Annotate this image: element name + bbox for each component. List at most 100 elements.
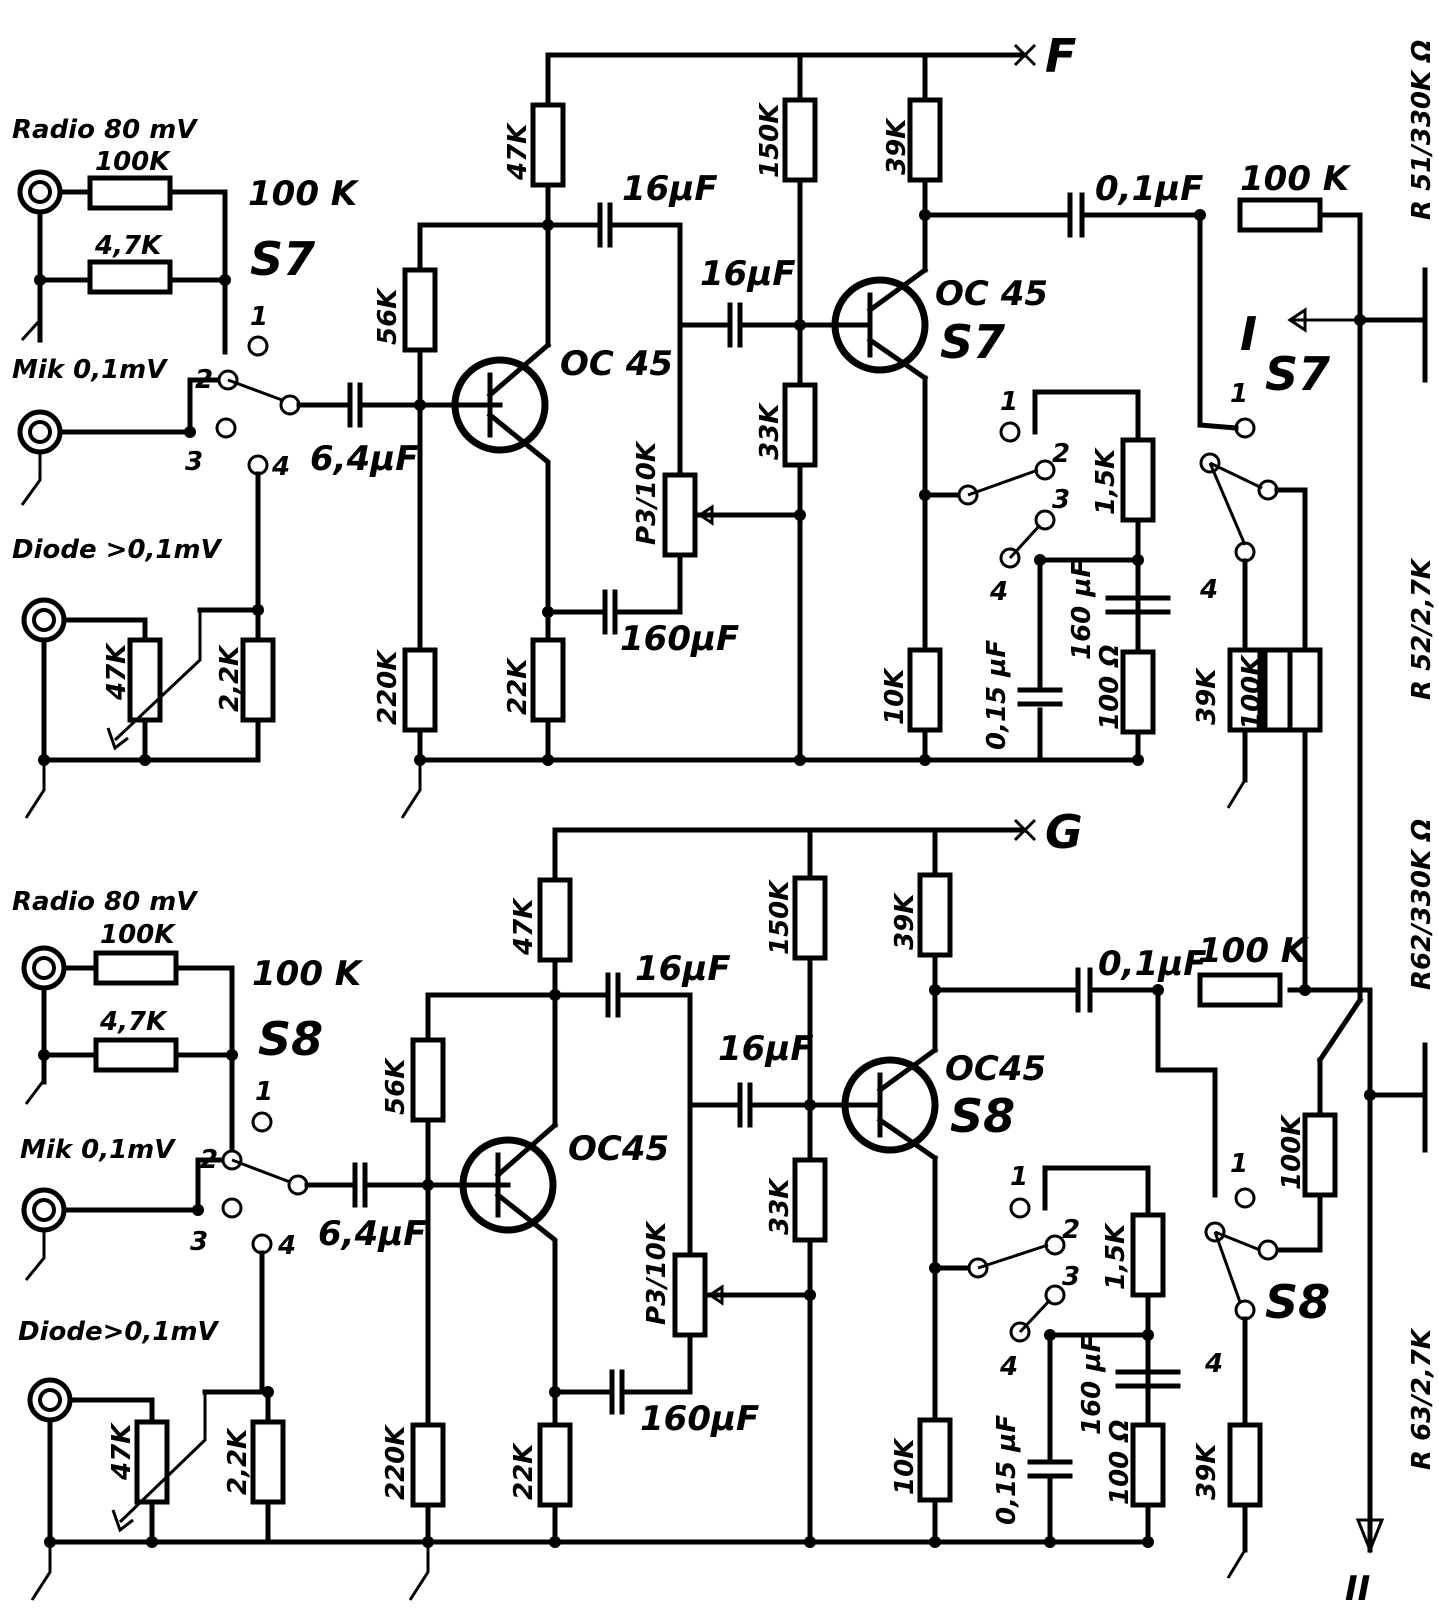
svg-text:4: 4 [1204,1349,1223,1379]
svg-text:2: 2 [1062,1215,1080,1245]
svg-text:P3/10K: P3/10K [642,1220,672,1325]
svg-text:0,1µF: 0,1µF [1098,944,1206,984]
rail-f-label: F [1045,29,1076,83]
switch-wiper [227,378,283,402]
svg-text:3: 3 [1062,1262,1080,1292]
resistor-100-ohm [1120,649,1156,735]
stage-bottom: G Radio 80 mV 100K 4,7K 100 K S8 Mik 0,1… [12,805,1428,1609]
svg-text:39K: 39K [1192,1442,1222,1500]
mik-jack-icon[interactable] [20,412,60,452]
svg-text:100K: 100K [100,920,176,950]
resistor-out-100k [1237,197,1323,233]
input-mik-label: Mik 0,1mV [12,355,168,385]
transistor-oc45-3 [459,1136,557,1234]
r52-label: R 52/2,7K [1407,557,1437,700]
c-emitter-label: 160µF [620,619,739,659]
switch-common[interactable] [279,394,301,416]
input-radio-label: Radio 80 mV [12,115,198,145]
resistor-22k [530,637,566,723]
svg-text:160 µF: 160 µF [1067,560,1097,660]
t2-label: OC 45 [935,274,1048,314]
svg-text:47K: 47K [102,642,132,701]
c-coupling-b-label: 16µF [700,254,796,294]
resistor-radio-47k [87,259,173,295]
svg-text:3: 3 [1052,485,1070,515]
svg-text:0,15 µF: 0,15 µF [992,1415,1022,1525]
r62-label: R62/330K Ω [1407,819,1437,990]
svg-text:56K: 56K [381,1057,411,1115]
svg-text:10K: 10K [880,667,910,725]
svg-text:33K: 33K [765,1177,795,1235]
svg-text:4,7K: 4,7K [99,1007,168,1037]
svg-text:2,2K: 2,2K [223,1427,253,1495]
svg-text:4: 4 [999,1352,1018,1382]
t1-label: OC 45 [560,344,673,384]
ground-icon [20,300,42,342]
svg-text:22K: 22K [509,1442,539,1500]
switch-contact-3[interactable] [215,417,237,439]
svg-text:100 Ω: 100 Ω [1095,645,1125,730]
t2-switch-label: S7 [940,315,1005,369]
svg-text:150K: 150K [765,879,795,955]
svg-text:16µF: 16µF [718,1029,814,1069]
svg-text:OC45: OC45 [945,1049,1046,1089]
svg-text:2: 2 [195,365,213,395]
svg-text:S8: S8 [1265,1275,1330,1329]
input-radio-label-b: Radio 80 mV [12,887,198,917]
r-radio-47k-label: 4,7K [94,231,163,261]
svg-text:1,5K: 1,5K [1091,447,1121,515]
diode-jack-icon[interactable] [24,600,64,640]
svg-text:220K: 220K [373,649,403,725]
transistor-oc45-1 [451,356,549,454]
svg-text:150K: 150K [755,102,785,178]
svg-text:47K: 47K [503,122,533,181]
r63-label: R 63/2,7K [1407,1327,1437,1470]
svg-text:1: 1 [1230,379,1248,409]
svg-text:100K: 100K [1237,654,1267,730]
svg-text:16µF: 16µF [635,949,731,989]
svg-text:P3/10K: P3/10K [632,440,662,545]
svg-text:1,5K: 1,5K [1101,1222,1131,1290]
svg-text:S8: S8 [258,1012,323,1066]
resistor-diode-22k [240,637,276,723]
svg-text:1: 1 [1000,387,1018,417]
mik-wire [57,377,228,435]
svg-text:3: 3 [185,447,203,477]
s7-label: S7 [250,232,315,286]
svg-text:100 K: 100 K [252,954,364,994]
resistor-39k [907,97,943,183]
svg-text:100 K: 100 K [1198,931,1310,971]
switch-contact-1[interactable] [247,335,269,357]
rail-f-terminal [1013,43,1037,67]
resistor-10k [907,647,943,733]
resistor-radio-100k [87,175,173,211]
resistor-56k [402,267,438,353]
radio-jack-icon-b[interactable] [24,948,64,988]
svg-text:160 µF: 160 µF [1077,1335,1107,1435]
svg-text:1: 1 [1230,1149,1248,1179]
svg-text:100 Ω: 100 Ω [1105,1420,1135,1505]
svg-text:39K: 39K [1192,667,1222,725]
svg-text:220K: 220K [381,1424,411,1500]
svg-text:4: 4 [277,1231,296,1261]
svg-text:Mik 0,1mV: Mik 0,1mV [20,1135,176,1165]
svg-text:OC45: OC45 [568,1129,669,1169]
stage-top: F Radio 80 mV 100K 4,7K 100 K S7 Mik 0,1… [12,29,1428,1003]
svg-text:160µF: 160µF [640,1399,759,1439]
resistor-47k [530,102,566,188]
radio-jack-icon[interactable] [20,172,60,212]
resistor-33k [782,382,818,468]
svg-text:4: 4 [1199,575,1218,605]
resistor-150k [782,97,818,183]
pot-diode-47k [127,637,163,723]
arrow-label: I [1240,307,1257,361]
bottom-marker: II [1345,1569,1370,1609]
svg-text:3: 3 [190,1227,208,1257]
resistor-220k [402,647,438,733]
r51-label: R 51/330K Ω [1407,40,1437,220]
svg-text:0,15 µF: 0,15 µF [982,640,1012,750]
c-coupling-label: 16µF [622,169,718,209]
svg-text:4: 4 [271,452,290,482]
switch-contact-4[interactable] [247,454,269,476]
